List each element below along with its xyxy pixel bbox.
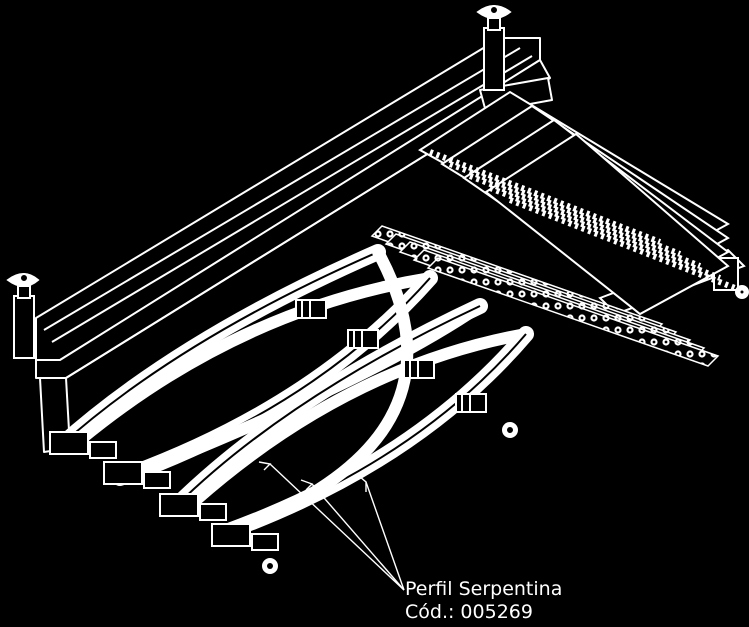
callout-part-name: Perfil Serpentina: [405, 578, 562, 600]
serpentine-cross-strip: [190, 328, 532, 506]
belt-assembly: [49, 90, 742, 574]
serpentine-cross-strip: [240, 246, 414, 532]
serpentine-profile-outline: [175, 305, 481, 507]
adjustment-screw-hole: [507, 427, 513, 433]
chain-tooth-strip: [508, 197, 742, 293]
chain-tooth-strip: [468, 173, 702, 269]
front-end-fitting: [199, 503, 227, 521]
right-clamp-knob: [476, 5, 512, 91]
front-end-fitting: [211, 523, 251, 547]
chain-tooth-strip: [428, 149, 662, 245]
front-end-fitting: [251, 533, 279, 551]
front-end-fitting: [103, 461, 143, 485]
front-end-fitting: [49, 431, 89, 455]
left-clamp-knob: [6, 273, 40, 359]
serpentine-profile-outline: [59, 251, 379, 447]
back-mounting-beam: [35, 37, 553, 453]
front-end-fitting: [89, 441, 117, 459]
callout-leaders: [258, 461, 405, 591]
callout-part-code: Cód.: 005269: [405, 601, 533, 623]
serpentine-cross-strip: [74, 272, 436, 446]
adjustment-screw-hole: [267, 563, 273, 569]
front-end-fitting: [159, 493, 199, 517]
front-end-fitting: [143, 471, 171, 489]
roller-row: [426, 257, 720, 367]
chain-tooth-strip: [488, 185, 722, 281]
chain-tooth-strip: [448, 161, 682, 257]
